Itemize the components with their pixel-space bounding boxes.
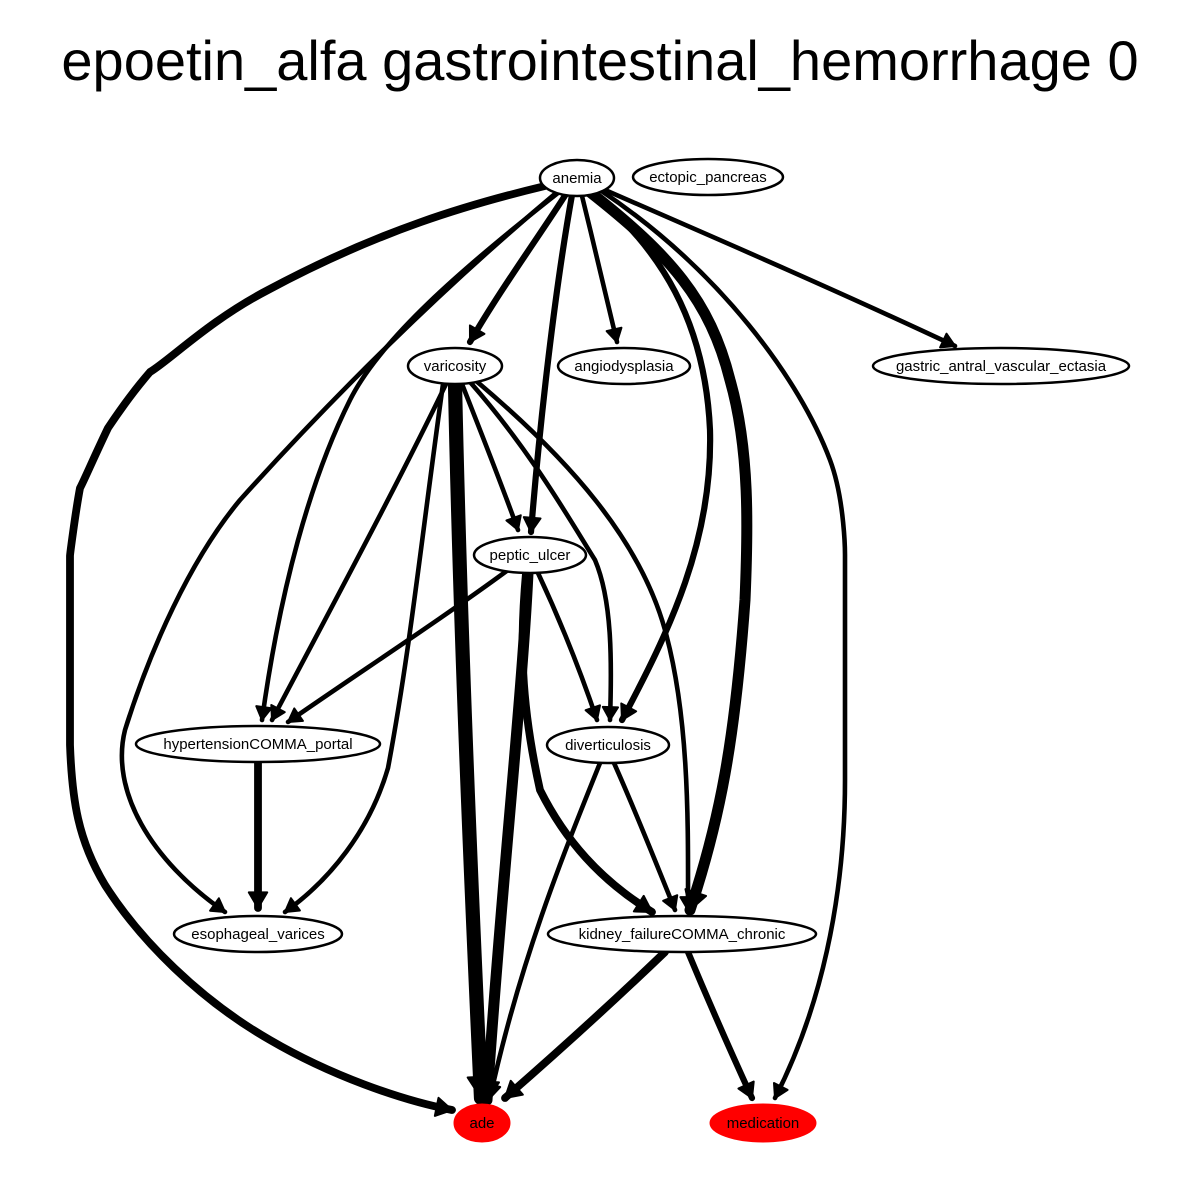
node-label: hypertensionCOMMA_portal	[163, 736, 352, 753]
edge-anemia-to-varicosity	[466, 190, 570, 346]
arrowhead	[270, 704, 286, 721]
edge-hypertension_portal-to-esophageal_varices	[247, 758, 269, 912]
arrowhead	[605, 326, 623, 343]
node-diverticulosis[interactable]: diverticulosis	[545, 725, 671, 765]
nodes: anemia ectopic_pancreas varicosity angiodys…	[134, 157, 1131, 1143]
node-hypertension-portal[interactable]: hypertensionCOMMA_portal	[134, 724, 382, 764]
edge-anemia-to-ade	[66, 182, 549, 1117]
node-medication[interactable]: medication	[709, 1103, 817, 1143]
edge-varicosity-to-esophageal_varices	[282, 381, 446, 915]
arrowhead	[287, 707, 304, 723]
arrowhead	[484, 1082, 502, 1099]
arrowhead	[773, 1082, 789, 1099]
node-shape	[472, 535, 588, 575]
edge-varicosity-to-hypertension_portal	[269, 381, 449, 723]
edge-peptic_ulcer-to-hypertension_portal	[285, 567, 511, 725]
node-gastric-antral-vascular-ectasia[interactable]: gastric_antral_vascular_ectasia	[871, 346, 1131, 386]
node-label: gastric_antral_vascular_ectasia	[896, 358, 1107, 375]
node-esophageal-varices[interactable]: esophageal_varices	[172, 914, 344, 954]
node-anemia[interactable]: anemia	[538, 158, 616, 198]
node-label: ectopic_pancreas	[649, 169, 767, 186]
node-peptic-ulcer[interactable]: peptic_ulcer	[472, 535, 588, 575]
edge-kidney_failure_chronic-to-ade	[501, 948, 669, 1102]
node-label: ade	[469, 1115, 494, 1132]
edge-anemia-to-medication	[597, 187, 848, 1101]
node-varicosity[interactable]: varicosity	[406, 346, 504, 386]
node-shape	[556, 346, 692, 386]
arrowhead	[620, 702, 638, 721]
node-shape	[538, 158, 616, 198]
arrowhead	[255, 705, 273, 721]
node-ectopic-pancreas[interactable]: ectopic_pancreas	[631, 157, 785, 197]
node-shape	[871, 346, 1131, 386]
edge-anemia-to-angiodysplasia	[579, 193, 623, 345]
node-label: peptic_ulcer	[490, 547, 571, 564]
node-angiodysplasia[interactable]: angiodysplasia	[556, 346, 692, 386]
node-shape	[546, 914, 818, 954]
edge-anemia-to-esophageal_varices	[119, 190, 559, 915]
arrowhead	[433, 1096, 453, 1117]
arrowhead	[468, 324, 486, 343]
node-shape	[134, 724, 382, 764]
arrowhead	[632, 894, 653, 913]
arrowhead	[939, 332, 956, 349]
arrowhead	[737, 1080, 755, 1099]
arrowhead	[662, 894, 679, 911]
node-label: medication	[727, 1115, 800, 1132]
node-shape	[545, 725, 671, 765]
node-shape	[631, 157, 785, 197]
edge-peptic_ulcer-to-diverticulosis	[535, 570, 601, 723]
edges	[66, 182, 958, 1117]
edge-varicosity-to-kidney_failure_chronic	[472, 377, 697, 913]
node-label: esophageal_varices	[191, 926, 324, 943]
node-kidney-failure-chronic[interactable]: kidney_failureCOMMA_chronic	[546, 914, 818, 954]
node-label: anemia	[552, 170, 602, 187]
node-shape	[709, 1103, 817, 1143]
node-ade[interactable]: ade	[453, 1103, 511, 1143]
edge-diverticulosis-to-ade	[484, 760, 603, 1101]
node-label: diverticulosis	[565, 737, 651, 754]
arrowhead	[584, 704, 601, 721]
arrowhead	[247, 891, 269, 909]
arrowhead	[522, 516, 542, 533]
arrowhead	[284, 897, 301, 913]
edge-kidney_failure_chronic-to-medication	[684, 948, 756, 1102]
arrowhead	[679, 896, 697, 911]
edge-peptic_ulcer-to-kidney_failure_chronic	[518, 569, 656, 916]
arrowhead	[505, 514, 522, 531]
node-shape	[453, 1103, 511, 1143]
arrowhead	[601, 705, 620, 721]
node-shape	[406, 346, 504, 386]
edge-varicosity-to-diverticulosis	[467, 379, 620, 723]
edge-diverticulosis-to-kidney_failure_chronic	[611, 760, 679, 913]
edge-varicosity-to-ade	[447, 376, 494, 1106]
edge-anemia-to-diverticulosis	[592, 191, 714, 724]
edge-anemia-to-gastric_antral_vascular_ectasia	[602, 187, 958, 349]
arrowhead	[504, 1079, 524, 1099]
edge-anemia-to-peptic_ulcer	[522, 191, 576, 536]
node-shape	[172, 914, 344, 954]
node-label: angiodysplasia	[574, 358, 674, 375]
edge-varicosity-to-peptic_ulcer	[459, 381, 522, 533]
node-label: kidney_failureCOMMA_chronic	[579, 926, 786, 943]
edge-anemia-to-kidney_failure_chronic	[584, 186, 753, 916]
node-label: varicosity	[424, 358, 487, 375]
page-title: epoetin_alfa gastrointestinal_hemorrhage…	[61, 29, 1139, 92]
arrowhead	[209, 897, 226, 913]
